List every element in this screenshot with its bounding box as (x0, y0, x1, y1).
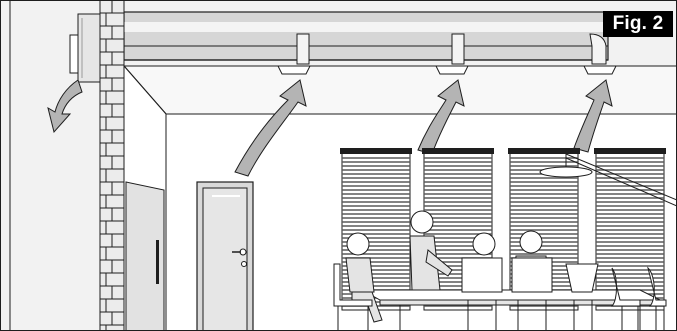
door-lock (241, 261, 247, 267)
door (196, 181, 254, 331)
brick-column (99, 0, 125, 331)
person-2 (409, 210, 453, 291)
window-blind-4 (594, 148, 666, 311)
wall-mounted-unit (69, 13, 103, 83)
airflow-arrow-3 (573, 79, 613, 153)
pendant-lamp (539, 152, 677, 207)
ceiling-duct (123, 11, 609, 65)
chair-1 (333, 263, 373, 331)
diffuser-1 (277, 65, 311, 75)
diffuser-2 (435, 65, 469, 75)
chair-5 (610, 267, 641, 331)
figure-label: Fig. 2 (603, 11, 673, 37)
diffuser-3 (583, 65, 617, 75)
chair-3 (511, 257, 553, 331)
airflow-arrow-2 (417, 79, 465, 155)
chair-2 (461, 257, 503, 331)
chair-4 (565, 263, 599, 331)
chair-6 (647, 266, 667, 331)
airflow-arrow-1 (234, 79, 307, 177)
cabinet (125, 181, 165, 331)
airflow-arrow-wall-unit (47, 79, 83, 134)
